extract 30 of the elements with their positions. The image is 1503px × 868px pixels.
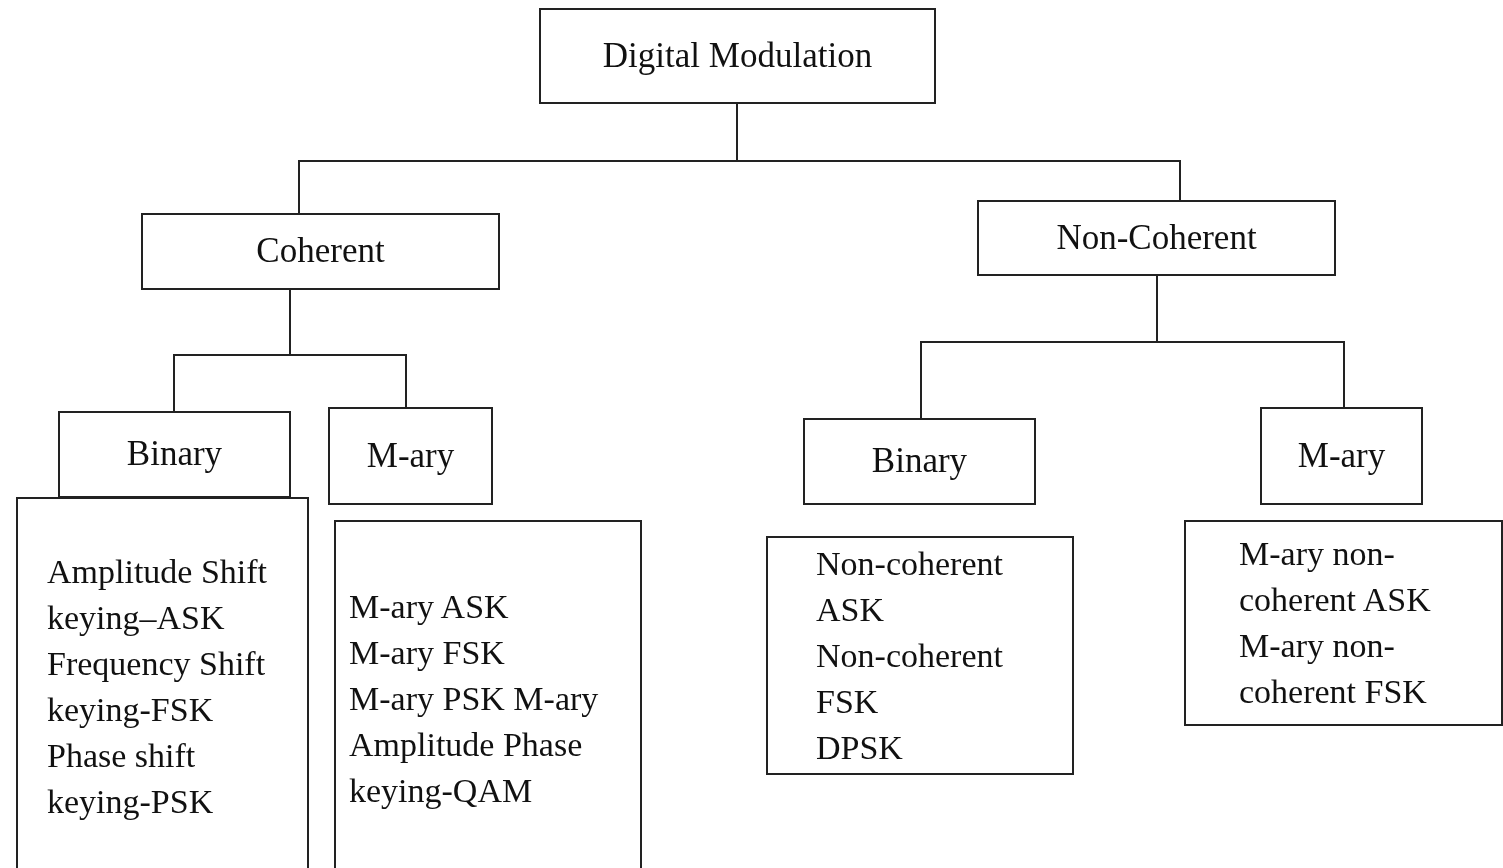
category-label: M-ary xyxy=(366,436,455,476)
category-label: Digital Modulation xyxy=(602,36,873,76)
connector-line xyxy=(289,289,407,408)
list-item: M-ary ASK xyxy=(349,587,510,627)
category-box xyxy=(539,8,936,104)
list-item: M-ary FSK xyxy=(349,633,506,673)
list-box xyxy=(1184,520,1503,726)
list-item: M-ary non-coherent FSK xyxy=(1239,626,1428,712)
list-item: Phase shift keying-PSK xyxy=(47,736,215,822)
category-label: Coherent xyxy=(256,232,385,271)
list-item: M-ary non-coherent ASK xyxy=(1239,534,1432,620)
category-box xyxy=(58,411,291,498)
category-label: Binary xyxy=(126,435,223,474)
category-label: Non-Coherent xyxy=(1056,218,1257,258)
list-item: Amplitude Shift keying–ASK xyxy=(47,552,269,638)
list-item: M-ary PSK M-ary Amplitude Phase keying-QAM xyxy=(349,679,600,811)
category-box xyxy=(803,418,1036,505)
category-label: Binary xyxy=(871,442,968,481)
category-box xyxy=(328,407,493,505)
list-item: Non-coherent FSK xyxy=(816,635,1004,722)
list-box xyxy=(16,497,309,868)
list-item: DPSK xyxy=(816,727,904,768)
list-item: Frequency Shift keying-FSK xyxy=(47,644,267,730)
category-label: M-ary xyxy=(1297,436,1386,476)
list-box xyxy=(334,520,642,868)
category-box xyxy=(1260,407,1423,505)
list-item: Non-coherent ASK xyxy=(816,543,1004,630)
category-box xyxy=(977,200,1336,276)
list-box xyxy=(766,536,1074,775)
category-box xyxy=(141,213,500,290)
